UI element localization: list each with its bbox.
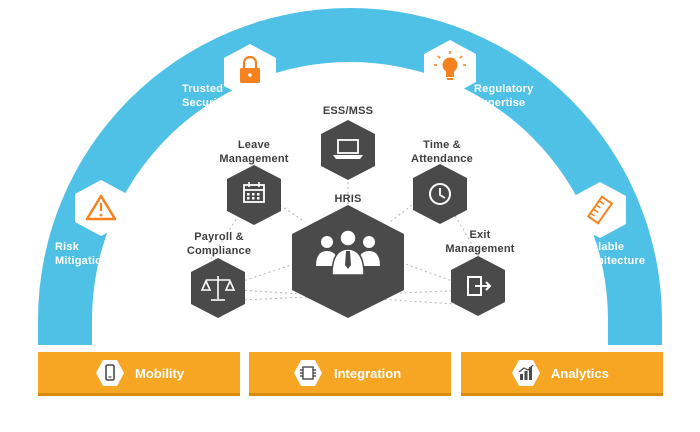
exit-hexagon bbox=[451, 256, 505, 316]
calendar-icon bbox=[243, 182, 265, 203]
warning-icon bbox=[85, 194, 117, 221]
analytics-bar: Analytics bbox=[461, 352, 663, 396]
integration-hexagon bbox=[294, 360, 322, 386]
regulatory-label: Regulatory Expertise bbox=[474, 83, 534, 109]
security-hexagon bbox=[224, 44, 276, 100]
payroll-hexagon bbox=[191, 258, 245, 318]
lightbulb-icon bbox=[434, 51, 466, 80]
bar-chart-icon bbox=[518, 364, 534, 380]
time-hexagon bbox=[413, 164, 467, 224]
mobility-hexagon bbox=[96, 360, 124, 386]
hris-label: HRIS bbox=[334, 193, 362, 205]
ess-hexagon bbox=[321, 120, 375, 180]
blue-arch bbox=[38, 8, 662, 345]
mobility-bar: Mobility bbox=[38, 352, 240, 396]
ruler-icon bbox=[586, 195, 614, 225]
leave-hexagon bbox=[227, 165, 281, 225]
risk-hexagon bbox=[75, 180, 127, 236]
leave-label: Leave Management bbox=[219, 139, 289, 165]
scalable-label: Scalable Architecture bbox=[578, 241, 646, 267]
mobile-phone-icon bbox=[105, 364, 115, 381]
people-group-icon bbox=[316, 229, 380, 276]
exit-label: Exit Management bbox=[445, 229, 515, 255]
lock-icon bbox=[240, 55, 260, 83]
mobility-label: Mobility bbox=[135, 366, 185, 381]
clock-icon bbox=[429, 183, 451, 205]
hris-hexagon bbox=[292, 205, 404, 318]
security-label: Trusted Security bbox=[182, 83, 228, 109]
chip-icon bbox=[300, 366, 316, 380]
scalable-hexagon bbox=[574, 182, 626, 238]
risk-label: Risk Mitigation bbox=[55, 241, 109, 267]
regulatory-hexagon bbox=[424, 40, 476, 96]
integration-bar: Integration bbox=[249, 352, 451, 396]
scales-icon bbox=[200, 276, 236, 301]
exit-icon bbox=[467, 276, 492, 296]
integration-label: Integration bbox=[334, 366, 402, 381]
payroll-label: Payroll & Compliance bbox=[186, 231, 252, 257]
ess-label: ESS/MSS bbox=[322, 105, 374, 117]
analytics-label: Analytics bbox=[551, 366, 609, 381]
analytics-hexagon bbox=[512, 360, 540, 386]
laptop-icon bbox=[333, 139, 363, 159]
time-label: Time & Attendance bbox=[411, 139, 473, 165]
